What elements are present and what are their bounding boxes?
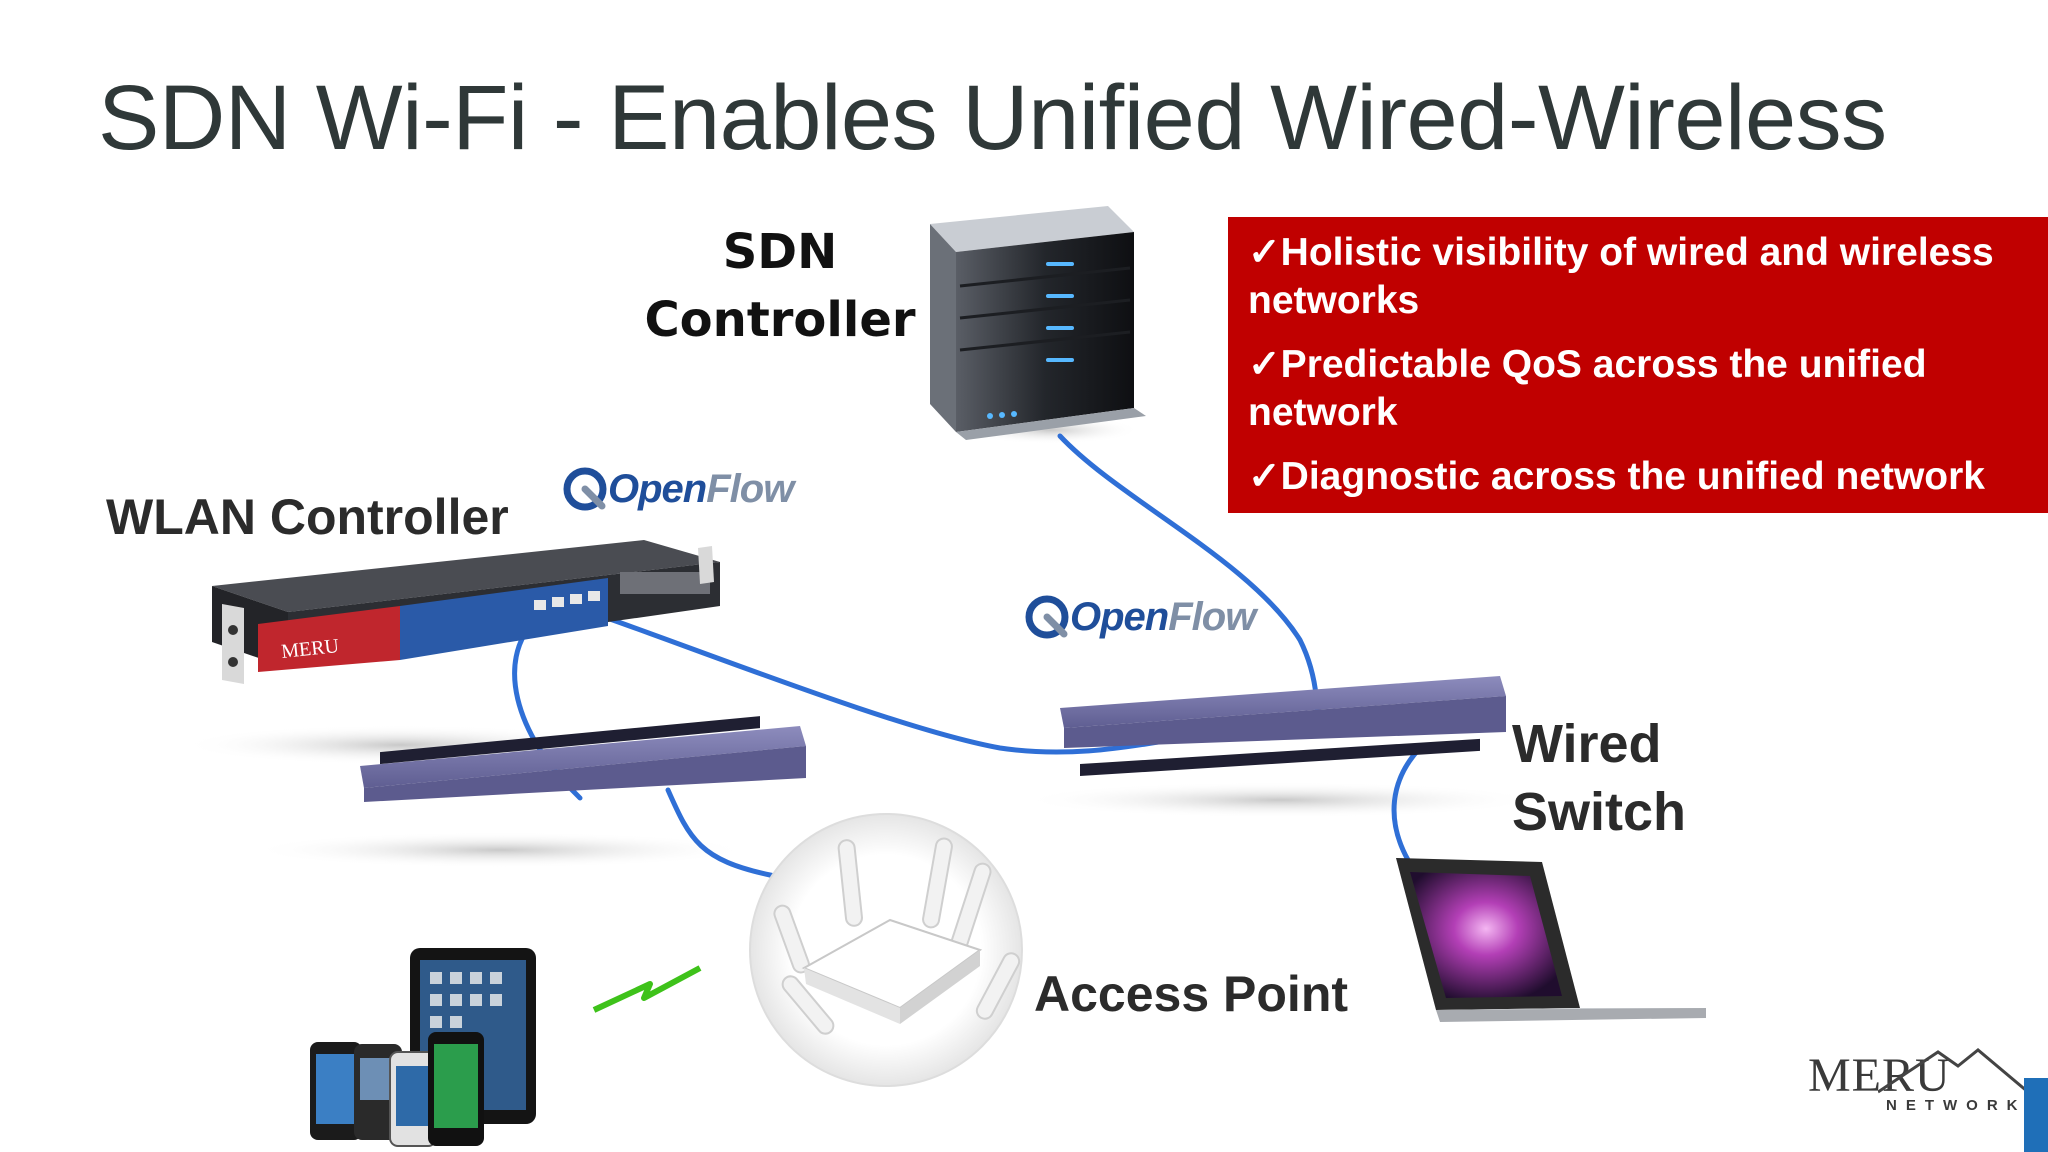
benefit-item: ✓Diagnostic across the unified network <box>1248 455 1985 498</box>
openflow-swirl-icon <box>563 467 607 511</box>
openflow-flow: Flow <box>706 466 794 511</box>
wired-switch-label-line2: Switch <box>1512 782 1687 842</box>
benefit-item: ✓Predictable QoS across the unified netw… <box>1248 343 1927 434</box>
openflow-logo-top: OpenFlow <box>562 466 794 512</box>
brand-logo: MERU NETWORKS <box>1808 1048 2046 1114</box>
mountain-icon <box>1878 1048 2028 1094</box>
wifi-access-point-icon <box>749 813 1023 1087</box>
openflow-logo-middle: OpenFlow <box>1024 594 1256 640</box>
sdn-controller-label-line1: SDN <box>722 224 838 280</box>
openflow-open: Open <box>608 466 707 511</box>
server-tower-icon <box>930 206 1146 440</box>
wlan-controller-label: WLAN Controller <box>106 489 509 545</box>
network-switch-icon <box>1060 676 1506 777</box>
openflow-text: OpenFlow <box>1070 594 1256 640</box>
openflow-open: Open <box>1070 594 1169 639</box>
openflow-flow: Flow <box>1168 594 1256 639</box>
benefits-panel: ✓Holistic visibility of wired and wirele… <box>1228 217 2048 513</box>
openflow-text: OpenFlow <box>608 466 794 512</box>
switch-right-shadow <box>1020 782 1540 818</box>
wireless-signal-icon <box>592 965 702 1013</box>
openflow-swirl-icon <box>1025 595 1069 639</box>
sdn-controller-label: SDN Controller <box>640 218 920 354</box>
access-point-label: Access Point <box>1034 966 1349 1022</box>
slide-title: SDN Wi-Fi - Enables Unified Wired-Wirele… <box>98 67 1887 169</box>
benefit-item: ✓Holistic visibility of wired and wirele… <box>1248 231 1994 322</box>
smartphone-icon <box>310 1032 484 1147</box>
network-switch-icon <box>360 716 806 802</box>
sdn-controller-label-line2: Controller <box>644 292 916 348</box>
wired-switch-label: Wired Switch <box>1512 710 1686 846</box>
rack-appliance-icon: MERU <box>212 540 720 684</box>
wired-switch-label-line1: Wired <box>1512 714 1662 774</box>
brand-subtitle: NETWORKS <box>1886 1097 2046 1114</box>
cable-wlan-to-switch <box>587 609 1188 755</box>
switch-left-shadow <box>250 832 750 868</box>
laptop-icon <box>1396 858 1706 1022</box>
cable-switch-to-laptop <box>1391 745 1423 863</box>
corner-accent-bar <box>2024 1078 2048 1152</box>
